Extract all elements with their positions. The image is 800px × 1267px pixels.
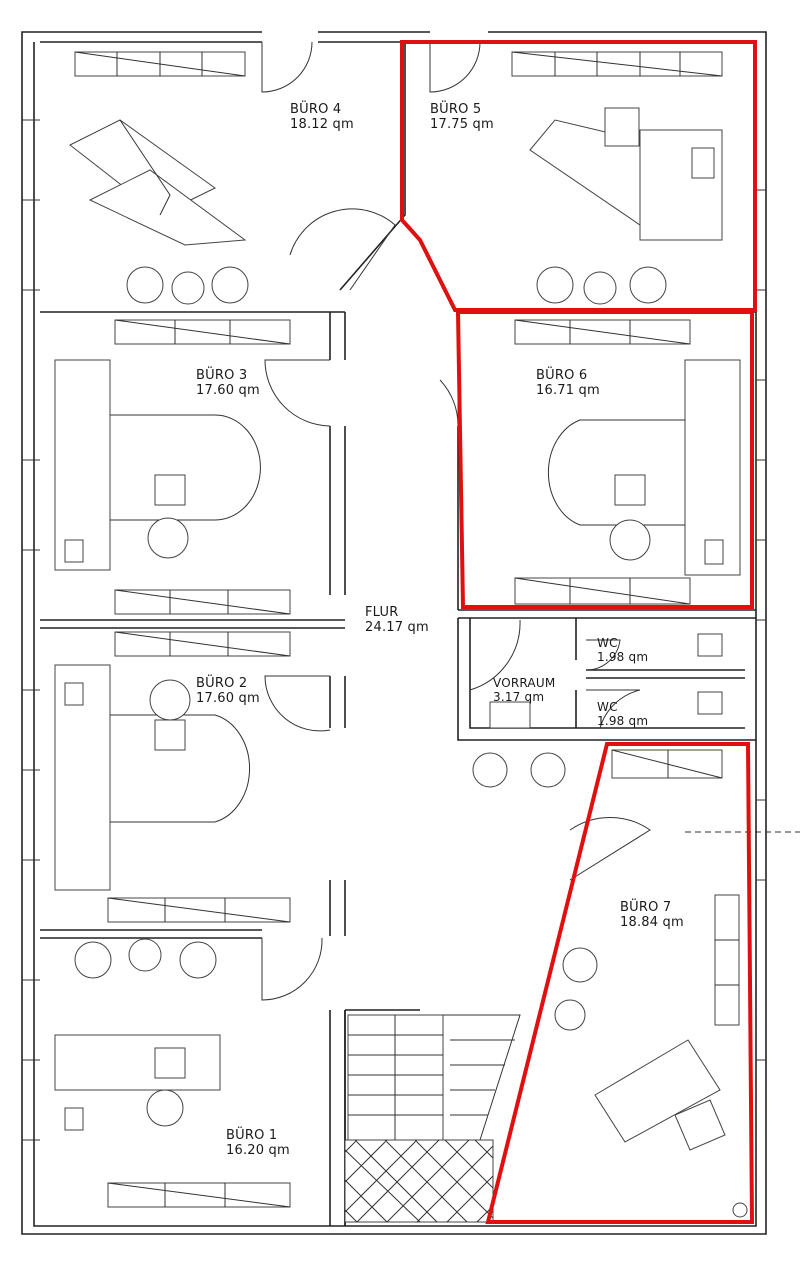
highlight-buero5: [400, 40, 757, 312]
room-label-buero5: BÜRO 5 17.75 qm: [430, 102, 494, 132]
room-label-buero6: BÜRO 6 16.71 qm: [536, 368, 600, 398]
room-label-flur: FLUR 24.17 qm: [365, 605, 429, 635]
room-name: WC: [597, 700, 618, 714]
room-name: BÜRO 4: [290, 102, 342, 117]
room-label-wc-upper: WC 1.98 qm: [597, 636, 648, 664]
room-name: VORRAUM: [493, 676, 556, 690]
highlight-buero6: [455, 310, 754, 609]
room-name: BÜRO 5: [430, 102, 482, 117]
room-area: 16.71 qm: [536, 383, 600, 398]
room-area: 16.20 qm: [226, 1143, 290, 1158]
room-name: BÜRO 6: [536, 368, 588, 383]
room-area: 3.17 qm: [493, 690, 545, 704]
room-label-buero2: BÜRO 2 17.60 qm: [196, 676, 260, 706]
room-area: 24.17 qm: [365, 620, 429, 635]
room-label-vorraum: VORRAUM 3.17 qm: [493, 676, 555, 704]
highlight-outlines: [400, 40, 757, 1224]
room-area: 18.12 qm: [290, 117, 354, 132]
doors: [261, 41, 651, 1001]
interior-walls: [40, 42, 756, 1226]
room-area: 17.60 qm: [196, 691, 260, 706]
room-label-buero7: BÜRO 7 18.84 qm: [620, 900, 684, 930]
highlight-buero7: [485, 742, 755, 1224]
room-label-buero1: BÜRO 1 16.20 qm: [226, 1128, 290, 1158]
room-area: 1.98 qm: [597, 714, 649, 728]
room-label-buero3: BÜRO 3 17.60 qm: [196, 368, 260, 398]
room-area: 18.84 qm: [620, 915, 684, 930]
room-name: BÜRO 1: [226, 1128, 278, 1143]
room-area: 17.60 qm: [196, 383, 260, 398]
room-name: FLUR: [365, 605, 399, 620]
room-area: 1.98 qm: [597, 650, 649, 664]
room-name: WC: [597, 636, 618, 650]
room-name: BÜRO 7: [620, 900, 672, 915]
room-name: BÜRO 2: [196, 676, 248, 691]
furniture: [54, 51, 800, 1223]
room-label-buero4: BÜRO 4 18.12 qm: [290, 102, 354, 132]
room-label-wc-lower: WC 1.98 qm: [597, 700, 648, 728]
room-area: 17.75 qm: [430, 117, 494, 132]
room-name: BÜRO 3: [196, 368, 248, 383]
